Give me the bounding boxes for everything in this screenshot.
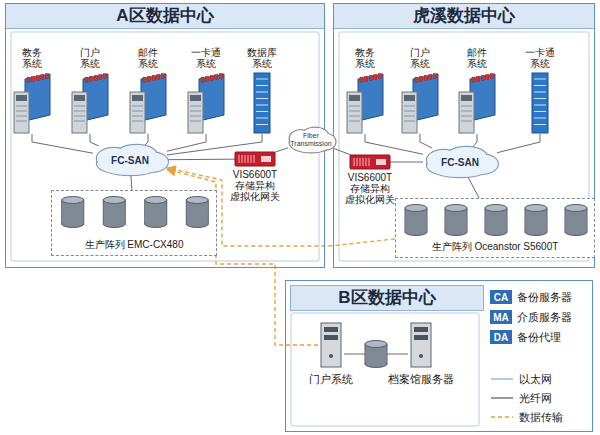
legend-text: 光纤网	[519, 391, 552, 406]
legend-line-sample	[490, 390, 514, 406]
legend-swatch: CA	[490, 290, 512, 304]
legend-item: MA 介质服务器	[490, 309, 572, 325]
network-line	[344, 354, 365, 355]
server-label: 邮件 系统	[463, 47, 491, 69]
legend-badge-text: DA	[494, 332, 508, 343]
server-icon: 一卡通 系统	[186, 72, 226, 134]
server-icon: 邮件 系统	[128, 72, 168, 134]
network-line	[334, 149, 351, 155]
network-line	[365, 134, 423, 154]
gateway-device: VIS6600T 存储异构 虚拟化网关	[235, 152, 275, 166]
gateway-device-drawing	[235, 152, 275, 166]
panel-title: 虎溪数据中心	[334, 4, 594, 29]
network-line	[32, 134, 93, 153]
gateway-label: VIS6600T 存储异构 虚拟化网关	[341, 172, 399, 205]
server-icon-drawing	[12, 72, 52, 134]
legend-item: 光纤网	[490, 390, 552, 406]
network-line	[131, 174, 132, 190]
network-line	[90, 134, 99, 146]
server-label: 门户 系统	[406, 47, 434, 69]
storage-array: 生产阵列 EMC-CX480	[51, 190, 217, 256]
legend-badge-text: MA	[493, 312, 509, 323]
inner-frame	[11, 32, 319, 261]
server-icon-drawing	[400, 72, 440, 134]
fiber-cloud: Fiber Transmission	[285, 126, 337, 154]
server-icon-drawing	[128, 72, 168, 134]
server-label: 档案馆服务器	[388, 372, 454, 387]
server-label: 一卡通 系统	[522, 47, 558, 69]
cloud-label: FC-SAN	[111, 155, 149, 166]
server-icon: 门户系统	[318, 322, 344, 368]
network-line	[275, 148, 288, 152]
legend-text: 备份代理	[517, 330, 561, 345]
array-label: 生产阵列 Oceanstor S5600T	[396, 240, 594, 254]
network-line	[144, 134, 148, 146]
server-label: 邮件 系统	[134, 47, 162, 69]
panel-title: B区数据中心	[290, 285, 484, 311]
server-icon: 门户 系统	[70, 72, 110, 134]
server-icon-drawing	[457, 72, 497, 134]
array-label: 生产阵列 EMC-CX480	[52, 238, 216, 252]
datacenter-panel: 教务 系统门户 系统邮件 系统一卡通 系统数据库 系统FC-SANVIS6600…	[5, 3, 325, 268]
legend-item: 以太网	[490, 371, 552, 387]
server-label: 门户 系统	[76, 47, 104, 69]
server-label: 数据库 系统	[244, 47, 280, 69]
server-icon-drawing	[408, 322, 434, 368]
server-icon: 教务 系统	[12, 72, 52, 134]
legend-item: DA 备份代理	[490, 329, 561, 345]
network-line	[167, 159, 235, 161]
network-line	[420, 134, 432, 148]
server-icon: 档案馆服务器	[408, 322, 434, 368]
gateway-device-drawing	[350, 155, 390, 169]
cloud-label: FC-SAN	[441, 157, 479, 168]
datacenter-panel: 门户系统档案馆服务器B区数据中心	[285, 280, 593, 432]
server-rack-drawing	[242, 72, 282, 134]
storage-array: 生产阵列 Oceanstor S5600T	[395, 198, 595, 258]
network-line	[497, 134, 540, 153]
inner-frame	[291, 313, 479, 426]
server-label: 教务 系统	[18, 47, 46, 69]
server-icon: 教务 系统	[345, 72, 385, 134]
legend-item: CA 备份服务器	[490, 289, 572, 305]
network-line	[387, 354, 408, 355]
san-cloud: FC-SAN	[420, 145, 500, 179]
network-line	[167, 134, 206, 151]
server-icon-drawing	[70, 72, 110, 134]
gateway-device: VIS6600T 存储异构 虚拟化网关	[350, 155, 390, 169]
gateway-label: VIS6600T 存储异构 虚拟化网关	[226, 169, 284, 202]
server-label: 教务 系统	[351, 47, 379, 69]
network-line	[472, 134, 477, 148]
server-rack: 一卡通 系统	[520, 72, 560, 134]
legend-swatch: DA	[490, 330, 512, 344]
server-rack-drawing	[520, 72, 560, 134]
server-icon: 门户 系统	[400, 72, 440, 134]
server-icon-drawing	[345, 72, 385, 134]
server-icon: 邮件 系统	[457, 72, 497, 134]
server-icon-drawing	[318, 322, 344, 368]
legend-text: 备份服务器	[517, 290, 572, 305]
network-line	[390, 162, 423, 163]
legend-swatch: MA	[490, 310, 512, 324]
disk-symbol	[365, 341, 387, 368]
san-cloud: FC-SAN	[90, 143, 170, 177]
server-label: 一卡通 系统	[188, 47, 224, 69]
panel-title: A区数据中心	[6, 4, 324, 29]
server-icon-drawing	[186, 72, 226, 134]
server-label: 门户系统	[309, 372, 353, 387]
cloud-label: Fiber Transmission	[285, 132, 337, 147]
network-line	[467, 176, 479, 198]
legend-item: 数据传输	[490, 409, 563, 425]
legend-line-sample	[490, 409, 514, 425]
server-rack: 数据库 系统	[242, 72, 282, 134]
legend-text: 介质服务器	[517, 310, 572, 325]
legend-text: 以太网	[519, 372, 552, 387]
datacenter-panel: 教务 系统门户 系统邮件 系统一卡通 系统FC-SANVIS6600T 存储异构…	[333, 3, 595, 268]
legend-text: 数据传输	[519, 410, 563, 425]
legend-line-sample	[490, 371, 514, 387]
legend-badge-text: CA	[494, 292, 508, 303]
